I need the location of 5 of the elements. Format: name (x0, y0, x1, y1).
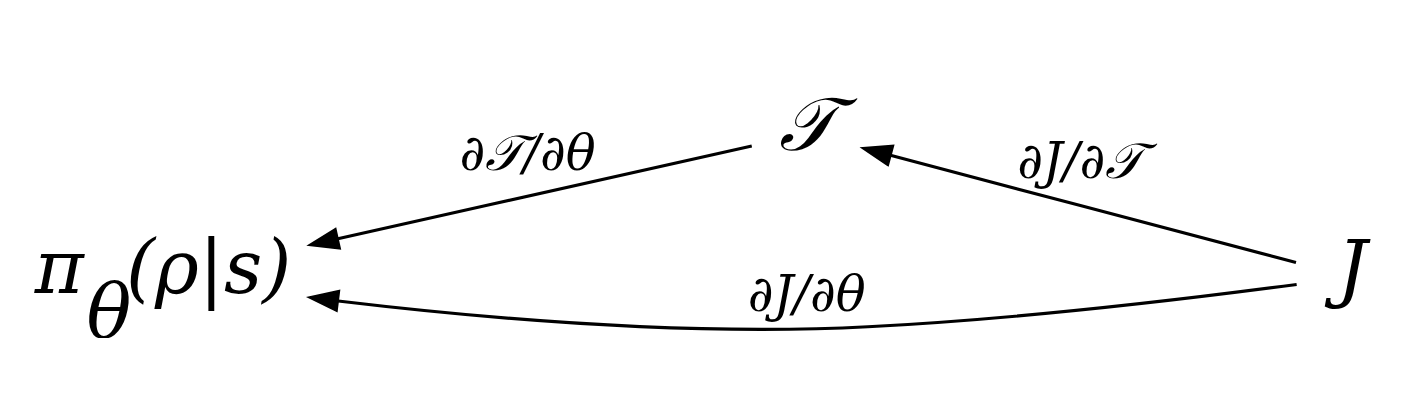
edge-label: ∂𝒯/∂θ (459, 123, 596, 182)
arrow (859, 144, 1297, 265)
arrow (306, 144, 753, 250)
edge-label: ∂J/∂θ (747, 264, 866, 323)
arrow (306, 282, 1297, 331)
